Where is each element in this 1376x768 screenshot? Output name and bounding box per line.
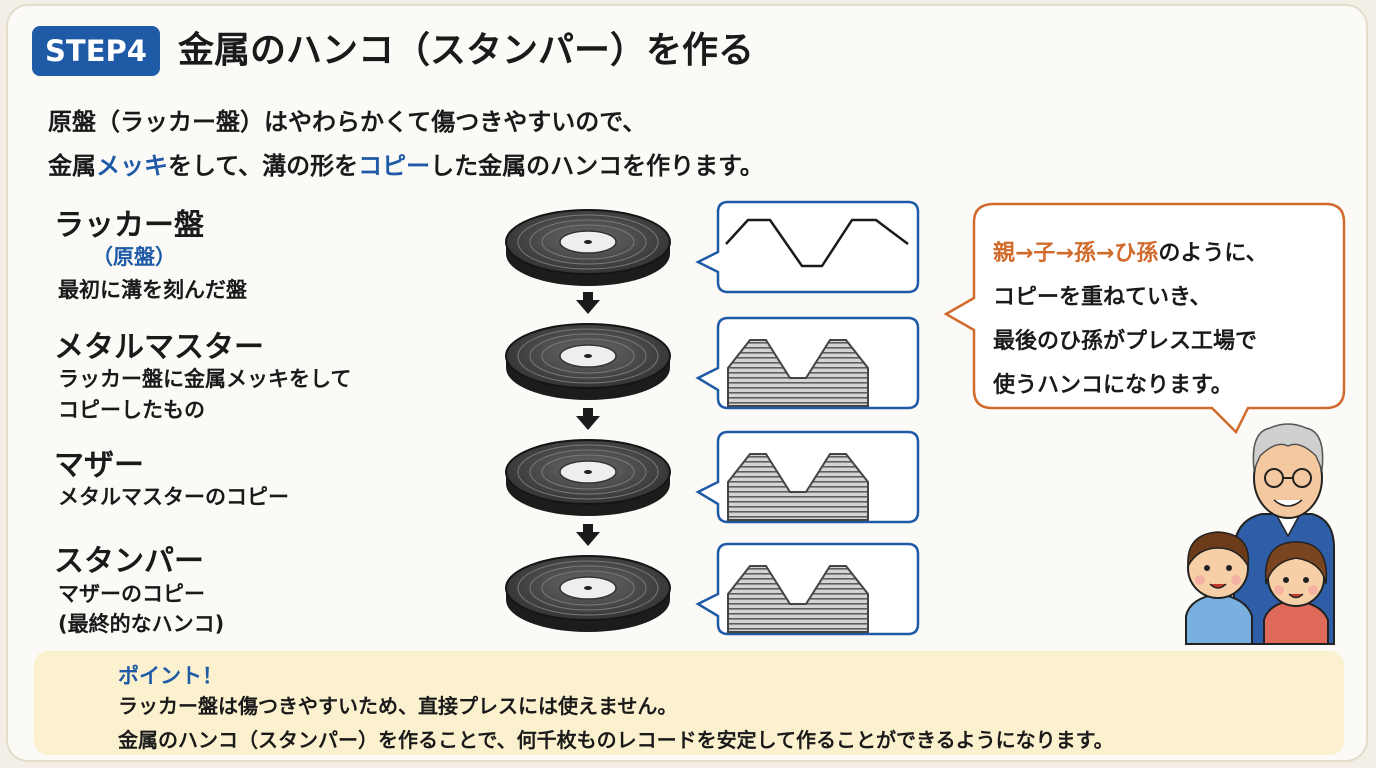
- record-disc-icon: [505, 209, 671, 287]
- groove-profile-icon: [695, 542, 920, 636]
- record-disc-icon: [505, 323, 671, 401]
- family-illustration-icon: [1185, 423, 1335, 645]
- step-badge: STEP4: [32, 26, 160, 76]
- groove-profile-icon: [695, 316, 920, 410]
- stage-desc-mother: メタルマスターのコピー: [58, 485, 289, 509]
- stage-desc-stamper-1: マザーのコピー: [58, 582, 205, 606]
- stage-desc-stamper-2: (最終的なハンコ): [58, 612, 225, 636]
- bubble-line-2: コピーを重ねていき、: [993, 285, 1212, 310]
- bubble-line-1: 親→子→孫→ひ孫のように、: [993, 241, 1268, 266]
- down-arrow-icon: [576, 408, 600, 430]
- stage-title-mother: マザー: [54, 448, 144, 483]
- stage-title-stamper: スタンパー: [54, 544, 204, 579]
- stage-title-metal-master: メタルマスター: [54, 330, 264, 365]
- point-box: [34, 651, 1344, 755]
- point-title: ポイント！: [118, 664, 223, 688]
- stage-desc-metal-master-2: コピーしたもの: [58, 398, 205, 422]
- bubble-line-4: 使うハンコになります。: [993, 373, 1233, 398]
- point-line-1: ラッカー盤は傷つきやすいため、直接プレスには使えません。: [118, 694, 678, 718]
- intro-line-2: 金属メッキをして、溝の形をコピーした金属のハンコを作ります。: [48, 152, 764, 180]
- stage-title-lacquer: ラッカー盤: [54, 208, 204, 243]
- page-title: 金属のハンコ（スタンパー）を作る: [178, 30, 755, 71]
- groove-profile-icon: [695, 430, 920, 524]
- stage-subtitle-original: （原盤）: [92, 245, 176, 269]
- bubble-line-3: 最後のひ孫がプレス工場で: [993, 329, 1258, 354]
- stage-desc-lacquer: 最初に溝を刻んだ盤: [58, 278, 247, 302]
- record-disc-icon: [505, 555, 671, 633]
- record-disc-icon: [505, 439, 671, 517]
- speech-bubble: [943, 202, 1346, 435]
- point-line-2: 金属のハンコ（スタンパー）を作ることで、何千枚ものレコードを安定して作ることがで…: [118, 728, 1114, 752]
- groove-profile-icon: [695, 200, 920, 294]
- stage-desc-metal-master-1: ラッカー盤に金属メッキをして: [58, 367, 352, 391]
- intro-line-1: 原盤（ラッカー盤）はやわらかくて傷つきやすいので、: [48, 108, 647, 136]
- down-arrow-icon: [576, 292, 600, 314]
- speech-bubble-text: 親→子→孫→ひ孫のように、 コピーを重ねていき、 最後のひ孫がプレス工場で 使う…: [993, 232, 1268, 408]
- down-arrow-icon: [576, 524, 600, 546]
